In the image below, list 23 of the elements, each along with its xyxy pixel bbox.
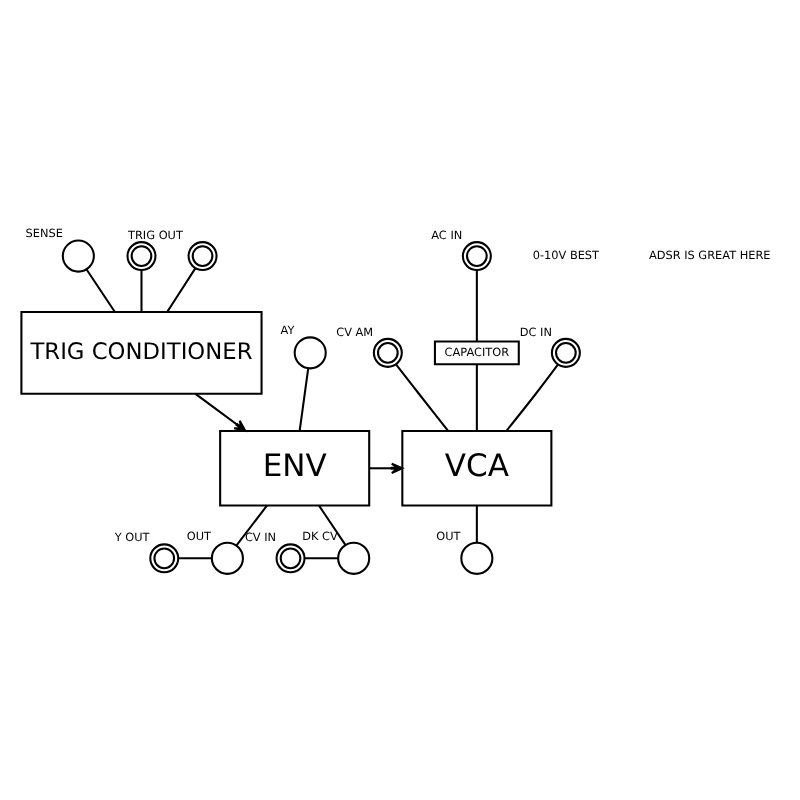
- node-circle: [293, 335, 327, 369]
- connector: [178, 556, 212, 559]
- node-circle: [460, 540, 494, 574]
- node-box: TRIG CONDITIONER: [20, 309, 263, 394]
- arrow: [194, 392, 247, 431]
- connector: [166, 266, 197, 312]
- connector: [475, 363, 478, 430]
- connector: [304, 556, 339, 559]
- connector: [475, 269, 478, 341]
- connector: [395, 362, 449, 431]
- connector: [475, 504, 478, 542]
- connector: [85, 267, 116, 312]
- connector: [235, 503, 268, 545]
- connector: [298, 367, 310, 431]
- connector: [505, 362, 559, 431]
- connector: [318, 504, 347, 545]
- node-circle: [337, 540, 371, 574]
- connector: [140, 269, 143, 311]
- node-box: VCA: [401, 429, 553, 506]
- node-box: ENV: [219, 429, 371, 506]
- node-circle: [210, 540, 244, 574]
- node-circle: [61, 238, 95, 272]
- arrow: [369, 461, 404, 473]
